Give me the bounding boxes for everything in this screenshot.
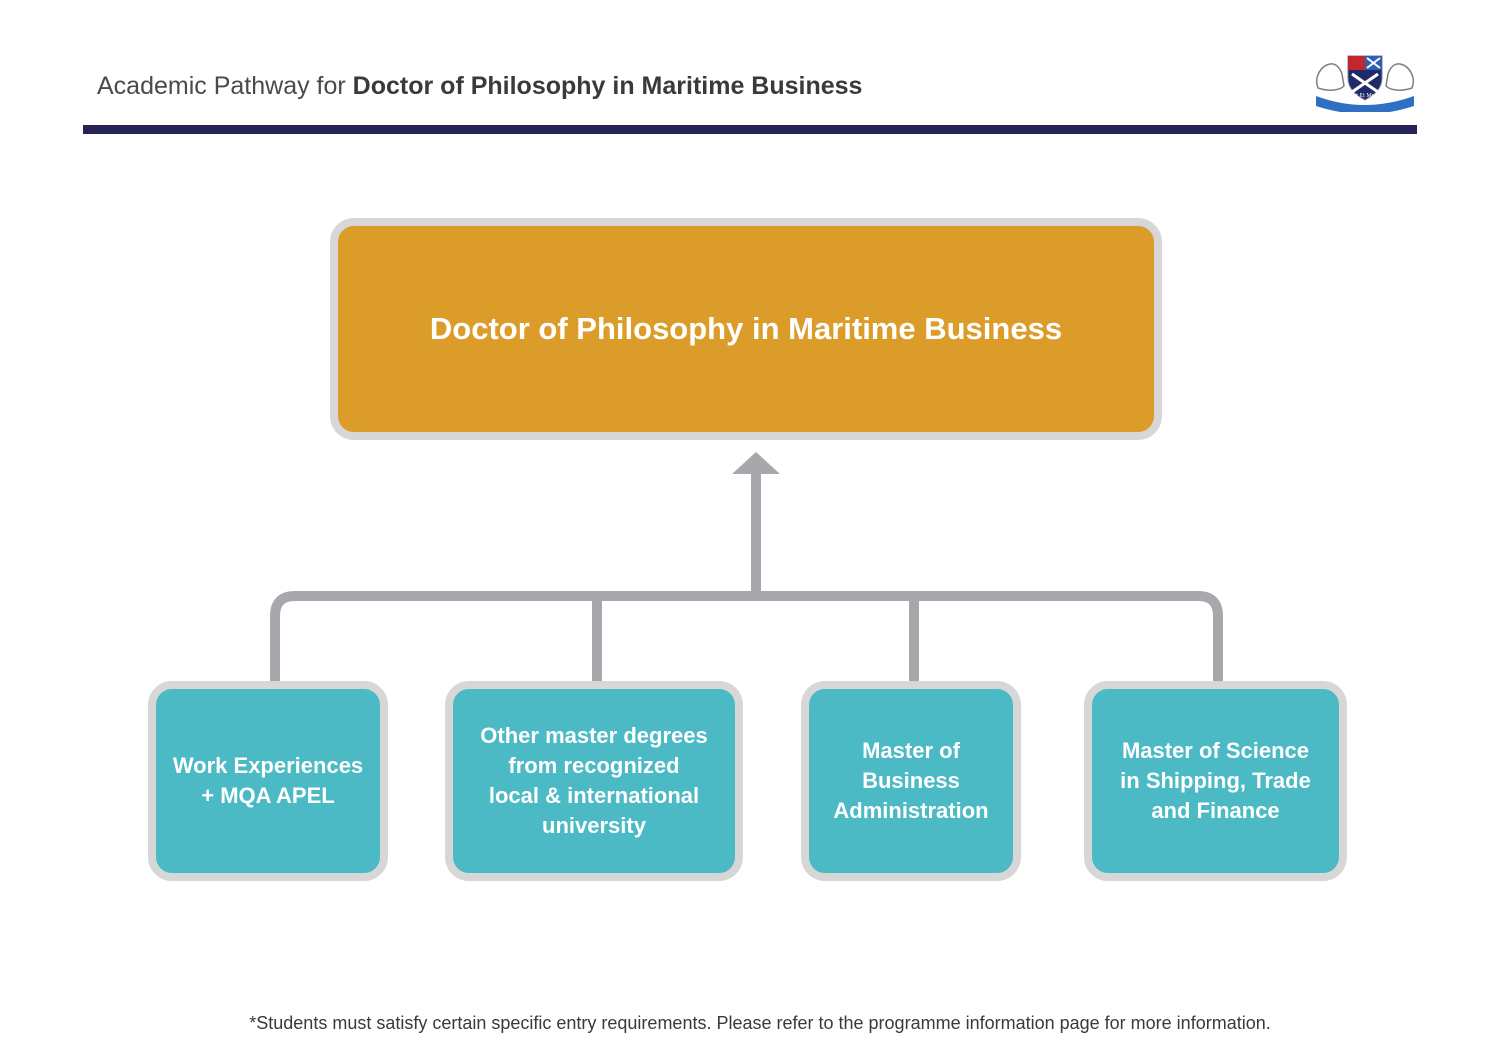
page-title-prefix: Academic Pathway for	[97, 72, 353, 100]
arrow-up-icon	[732, 452, 780, 474]
university-crest-logo: Honor Et Meritum	[1310, 48, 1420, 114]
pathway-label: Work Experiences + MQA APEL	[172, 753, 364, 808]
target-programme-label: Doctor of Philosophy in Maritime Busines…	[429, 311, 1063, 346]
pathway-label: Other master degrees from recognized loc…	[480, 723, 708, 838]
logo-motto: Honor Et Meritum	[1342, 93, 1388, 99]
target-programme-box: Doctor of Philosophy in Maritime Busines…	[330, 218, 1162, 440]
connector-horizontal-bar	[270, 591, 1223, 686]
pathway-label: Master of Science in Shipping, Trade and…	[1120, 738, 1311, 823]
pathway-box-msc-shipping: Master of Science in Shipping, Trade and…	[1084, 681, 1347, 881]
pathway-label: Master of Business Administration	[833, 738, 989, 823]
pathway-box-mba: Master of Business Administration	[801, 681, 1021, 881]
pathway-box-work-experience: Work Experiences + MQA APEL	[148, 681, 388, 881]
pathway-box-other-masters: Other master degrees from recognized loc…	[445, 681, 743, 881]
crest-with-lions-icon	[1316, 55, 1414, 114]
header-divider	[83, 125, 1417, 134]
page-title: Academic Pathway for Doctor of Philosoph…	[97, 72, 862, 101]
entry-requirements-footnote: *Students must satisfy certain specific …	[249, 1013, 1271, 1033]
page-title-programme: Doctor of Philosophy in Maritime Busines…	[352, 72, 863, 100]
